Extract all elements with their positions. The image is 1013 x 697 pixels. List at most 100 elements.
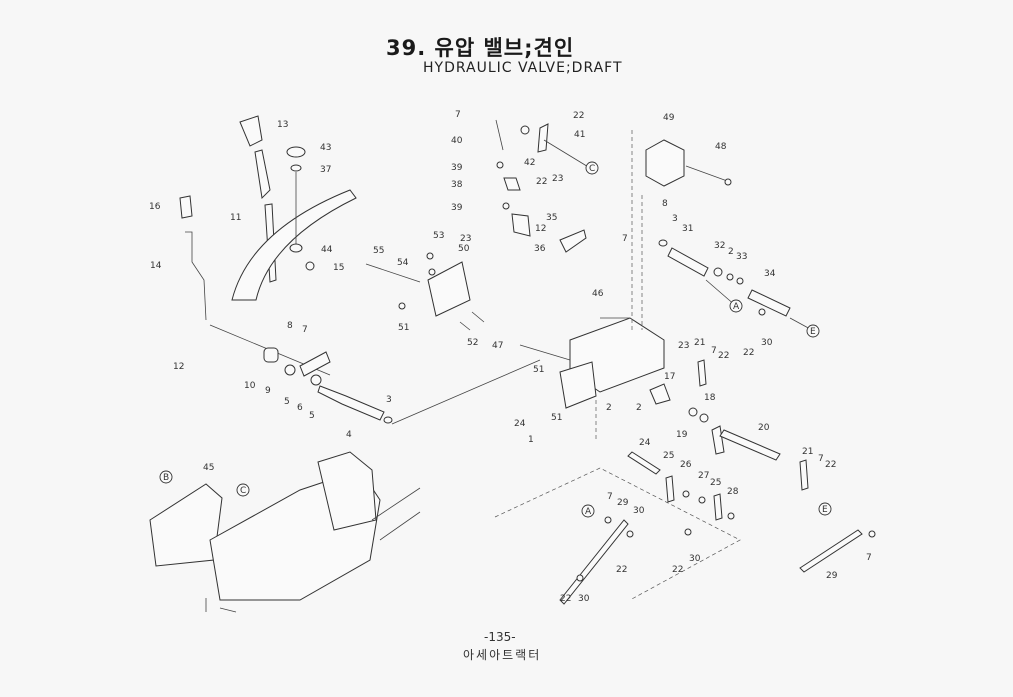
label-22a: 22	[573, 111, 584, 121]
label-54: 54	[397, 258, 409, 268]
part-15	[305, 261, 315, 271]
shaft-20	[719, 429, 781, 461]
part-2	[726, 273, 734, 281]
pin-30	[758, 308, 766, 316]
label-3b: 3	[672, 214, 678, 224]
label-22h: 22	[560, 594, 571, 604]
label-51b: 51	[533, 365, 544, 375]
washer-18a	[688, 407, 698, 417]
washer-18b	[699, 413, 709, 423]
callout-c-upper: C	[585, 161, 599, 175]
part-33	[736, 277, 744, 285]
part-labels: 13 43 37 16 11 14 44 15 12 8 7 10 9 5 6 …	[149, 110, 872, 604]
label-40: 40	[451, 136, 463, 146]
part-32	[713, 267, 723, 277]
ring-3b	[658, 239, 668, 247]
svg-text:C: C	[240, 486, 246, 496]
page-number: -135-	[484, 630, 516, 644]
label-9: 9	[265, 386, 271, 396]
valve-body-1	[519, 317, 665, 409]
shaft-34	[747, 289, 791, 317]
svg-text:A: A	[733, 302, 740, 312]
control-lever-assembly	[179, 115, 357, 321]
label-39b: 39	[451, 203, 463, 213]
label-23a: 23	[460, 234, 471, 244]
callout-a-upper: A	[729, 299, 743, 313]
label-32: 32	[714, 241, 725, 251]
callout-e-upper: E	[806, 324, 820, 338]
label-7g: 7	[866, 553, 872, 563]
label-46: 46	[592, 289, 604, 299]
label-22d: 22	[718, 351, 729, 361]
valve-plate-assembly	[365, 252, 485, 331]
label-27: 27	[698, 471, 709, 481]
label-10: 10	[244, 381, 256, 391]
svg-text:B: B	[163, 473, 169, 483]
label-50: 50	[458, 244, 470, 254]
valve-49	[631, 130, 732, 330]
part-35	[511, 213, 531, 237]
link-19	[711, 425, 725, 455]
label-2b: 2	[606, 403, 612, 413]
label-53: 53	[433, 231, 444, 241]
label-22e: 22	[825, 460, 836, 470]
svg-text:C: C	[589, 164, 595, 174]
label-42: 42	[524, 158, 535, 168]
pin-24	[627, 451, 661, 475]
label-44: 44	[321, 245, 333, 255]
arm-36	[559, 229, 587, 253]
part-28	[727, 512, 735, 520]
label-22b: 22	[536, 177, 547, 187]
part-17	[649, 383, 671, 405]
label-36: 36	[534, 244, 546, 254]
label-22c: 22	[743, 348, 754, 358]
label-38: 38	[451, 180, 463, 190]
pin-42	[520, 125, 530, 135]
label-24b: 24	[639, 438, 651, 448]
lever-14	[185, 231, 207, 321]
callout-c-lower: C	[236, 483, 250, 497]
part-38	[503, 177, 521, 191]
label-7b: 7	[455, 110, 461, 120]
svg-text:E: E	[822, 505, 828, 515]
label-22f: 22	[616, 565, 627, 575]
label-4: 4	[346, 430, 352, 440]
label-2c: 2	[636, 403, 642, 413]
plate-50	[427, 261, 471, 317]
part-44	[289, 243, 303, 253]
label-33: 33	[736, 252, 747, 262]
label-16: 16	[149, 202, 161, 212]
label-25a: 25	[663, 451, 674, 461]
link-assembly	[495, 119, 591, 253]
label-34: 34	[764, 269, 776, 279]
label-51c: 51	[551, 413, 562, 423]
label-30a: 30	[761, 338, 773, 348]
plate-25a	[665, 475, 675, 503]
quadrant-plate	[231, 189, 357, 301]
valve-end-block	[559, 361, 597, 409]
label-48: 48	[715, 142, 727, 152]
label-30c: 30	[689, 554, 701, 564]
washer-37	[290, 164, 302, 172]
label-7d: 7	[711, 346, 717, 356]
lower-linkage-assembly	[494, 359, 876, 605]
ring-3	[383, 416, 393, 424]
label-49: 49	[663, 113, 675, 123]
label-41: 41	[574, 130, 585, 140]
bushing-9	[263, 347, 279, 363]
label-15: 15	[333, 263, 344, 273]
label-1: 1	[528, 435, 534, 445]
washer-5a	[284, 364, 296, 376]
knob-43	[286, 146, 306, 158]
shaft-31	[667, 247, 709, 277]
label-5a: 5	[284, 397, 290, 407]
label-29b: 29	[826, 571, 838, 581]
label-25b: 25	[710, 478, 721, 488]
rod-29b	[799, 529, 863, 573]
label-7c: 7	[622, 234, 628, 244]
label-23c: 23	[678, 341, 689, 351]
part-26	[682, 490, 690, 498]
label-8: 8	[287, 321, 293, 331]
label-20: 20	[758, 423, 770, 433]
